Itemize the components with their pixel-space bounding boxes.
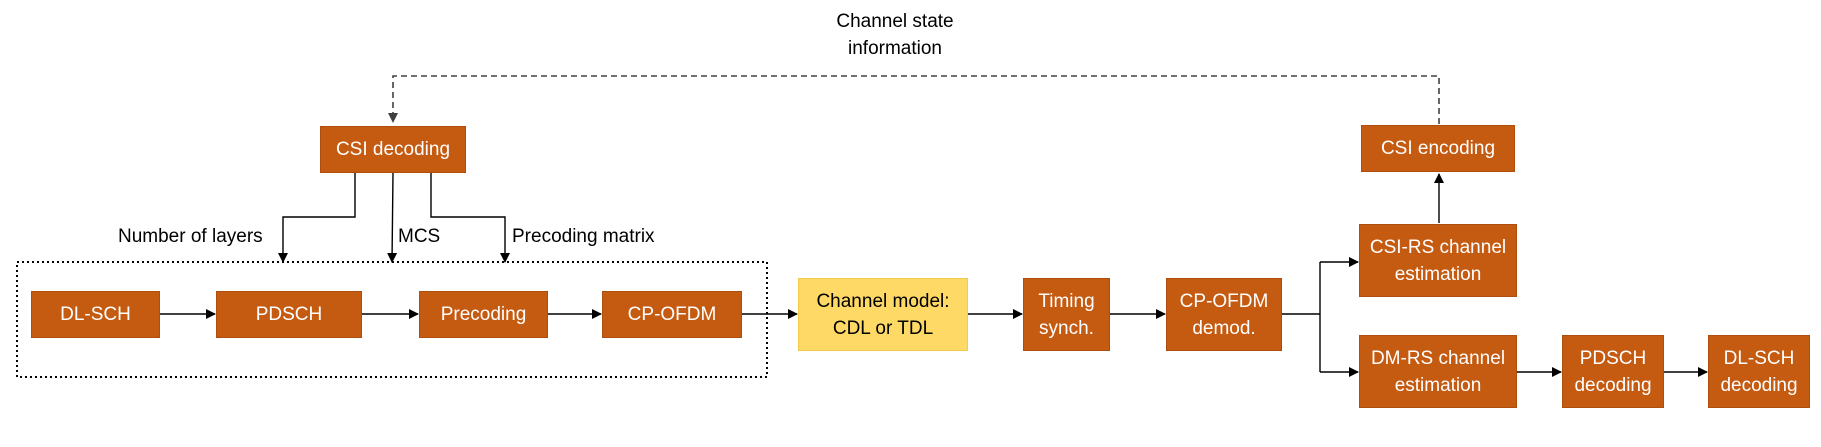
csi-encoding-block: CSI encoding	[1361, 125, 1515, 172]
dm-rs-channel-estimation-block: DM-RS channel estimation	[1359, 335, 1517, 408]
dlsch-dec-line2: decoding	[1720, 374, 1798, 396]
precoding-block: Precoding	[419, 291, 548, 338]
channel-state-label-line1: Channel state	[836, 11, 954, 32]
channel-state-label-line2: information	[848, 38, 942, 59]
cp-ofdm-demod-line2: demod.	[1192, 317, 1256, 339]
dmrs-line2: estimation	[1394, 374, 1482, 396]
csirs-line1: CSI-RS channel	[1369, 236, 1507, 258]
layers-connector	[278, 173, 356, 263]
pdsch-block: PDSCH	[216, 291, 362, 338]
pdsch-dec-line1: PDSCH	[1579, 347, 1647, 369]
timing-line1: Timing	[1038, 290, 1095, 312]
dlsch-dec-line1: DL-SCH	[1723, 347, 1795, 369]
mcs-label: MCS	[398, 226, 441, 247]
pdsch-decoding-block: PDSCH decoding	[1562, 335, 1664, 408]
mcs-connector	[387, 172, 398, 263]
channel-state-information-label: Channel state information	[810, 8, 980, 62]
pdsch-dec-line2: decoding	[1574, 374, 1652, 396]
cp-ofdm-demod-line1: CP-OFDM	[1179, 290, 1269, 312]
csi-decoding-block: CSI decoding	[320, 126, 466, 173]
cp-ofdm-demod-block: CP-OFDM demod.	[1166, 278, 1282, 351]
csi-feedback-dashed-line	[388, 75, 1440, 124]
precoding-matrix-label: Precoding matrix	[512, 226, 655, 247]
channel-model-line1: Channel model:	[816, 290, 950, 312]
channel-model-line2: CDL or TDL	[832, 317, 934, 339]
dl-sch-decoding-block: DL-SCH decoding	[1708, 335, 1810, 408]
csirs-line2: estimation	[1394, 263, 1482, 285]
dl-sch-block: DL-SCH	[31, 291, 160, 338]
csi-rs-channel-estimation-block: CSI-RS channel estimation	[1359, 224, 1517, 297]
number-of-layers-label: Number of layers	[118, 226, 263, 247]
transmitter-group-outline	[16, 261, 768, 378]
dmrs-line1: DM-RS channel	[1370, 347, 1506, 369]
channel-model-block: Channel model: CDL or TDL	[798, 278, 968, 351]
timing-synch-block: Timing synch.	[1023, 278, 1110, 351]
precoding-matrix-connector	[430, 173, 510, 263]
cp-ofdm-block: CP-OFDM	[602, 291, 742, 338]
timing-line2: synch.	[1039, 317, 1094, 339]
